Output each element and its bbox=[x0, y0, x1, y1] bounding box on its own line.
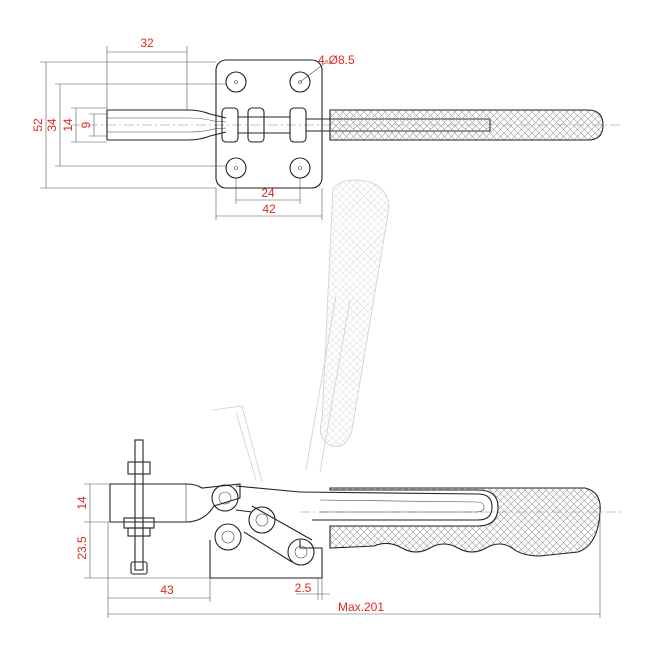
ghost-clamp-arm bbox=[211, 405, 263, 483]
spindle-nut bbox=[123, 517, 155, 529]
side-view: 14 23.5 43 2.5 Max.201 bbox=[75, 439, 622, 618]
dim-height-34: 34 bbox=[45, 118, 59, 132]
pivot-pin-inner bbox=[218, 491, 232, 505]
spindle-nut-lower bbox=[127, 527, 151, 537]
base-block bbox=[209, 540, 323, 579]
pivot-pin bbox=[287, 538, 315, 566]
mounting-hole-center bbox=[298, 166, 302, 170]
pivot-bushing bbox=[247, 107, 265, 143]
dim-height-52: 52 bbox=[31, 118, 45, 132]
mounting-hole-center bbox=[298, 80, 302, 84]
side-handle-rod bbox=[299, 491, 493, 521]
mounting-hole-center bbox=[234, 166, 238, 170]
pivot-links bbox=[221, 107, 307, 143]
clamp-arm bbox=[107, 109, 227, 141]
pivot-pin bbox=[214, 523, 242, 551]
ghost-handle-grip bbox=[319, 179, 389, 448]
side-handle-grip bbox=[329, 487, 601, 557]
side-handle-rod-inner bbox=[319, 499, 485, 513]
mounting-hole bbox=[225, 71, 247, 93]
pivot-pin-inner bbox=[294, 545, 308, 559]
clamp-arm-body bbox=[109, 483, 241, 523]
side-view-dimensions bbox=[84, 483, 601, 618]
upper-link bbox=[235, 485, 301, 513]
dim-height-23-5: 23.5 bbox=[75, 536, 89, 560]
ghost-handle-rod bbox=[305, 295, 351, 473]
pivot-bushing bbox=[221, 107, 239, 143]
spindle-nut-top bbox=[127, 461, 151, 475]
mounting-hole bbox=[289, 157, 311, 179]
dim-overall-length: Max.201 bbox=[338, 600, 384, 614]
open-position-ghost bbox=[211, 179, 389, 483]
dim-width-32: 32 bbox=[140, 36, 154, 50]
mounting-hole-center bbox=[234, 80, 238, 84]
dim-height-14: 14 bbox=[61, 118, 75, 132]
spindle-tip bbox=[130, 561, 148, 575]
connecting-link bbox=[243, 505, 313, 563]
dim-holes: 4-Ø8.5 bbox=[318, 53, 355, 67]
pivot-pin-inner bbox=[221, 530, 235, 544]
dim-width-43: 43 bbox=[160, 583, 174, 597]
spindle bbox=[123, 439, 155, 575]
pivot-pins bbox=[211, 484, 315, 566]
pivot-bushing bbox=[289, 107, 307, 143]
top-view: 32 4-Ø8.5 52 34 14 9 24 42 bbox=[31, 36, 622, 220]
dim-offset-2-5: 2.5 bbox=[295, 581, 312, 595]
mounting-hole bbox=[289, 71, 311, 93]
dim-height-9: 9 bbox=[79, 121, 93, 128]
handle-grip bbox=[329, 109, 604, 141]
pivot-pin-inner bbox=[255, 513, 269, 527]
dim-height-14-side: 14 bbox=[75, 496, 89, 510]
top-view-dimensions bbox=[40, 46, 333, 220]
pivot-pin bbox=[248, 506, 276, 534]
base-plate bbox=[215, 59, 323, 189]
mounting-hole bbox=[225, 157, 247, 179]
dim-width-42: 42 bbox=[262, 202, 276, 216]
pivot-pin bbox=[211, 484, 239, 512]
clamp-arm-slot bbox=[107, 117, 227, 133]
dim-width-24: 24 bbox=[261, 186, 275, 200]
spindle-rod bbox=[134, 439, 144, 571]
